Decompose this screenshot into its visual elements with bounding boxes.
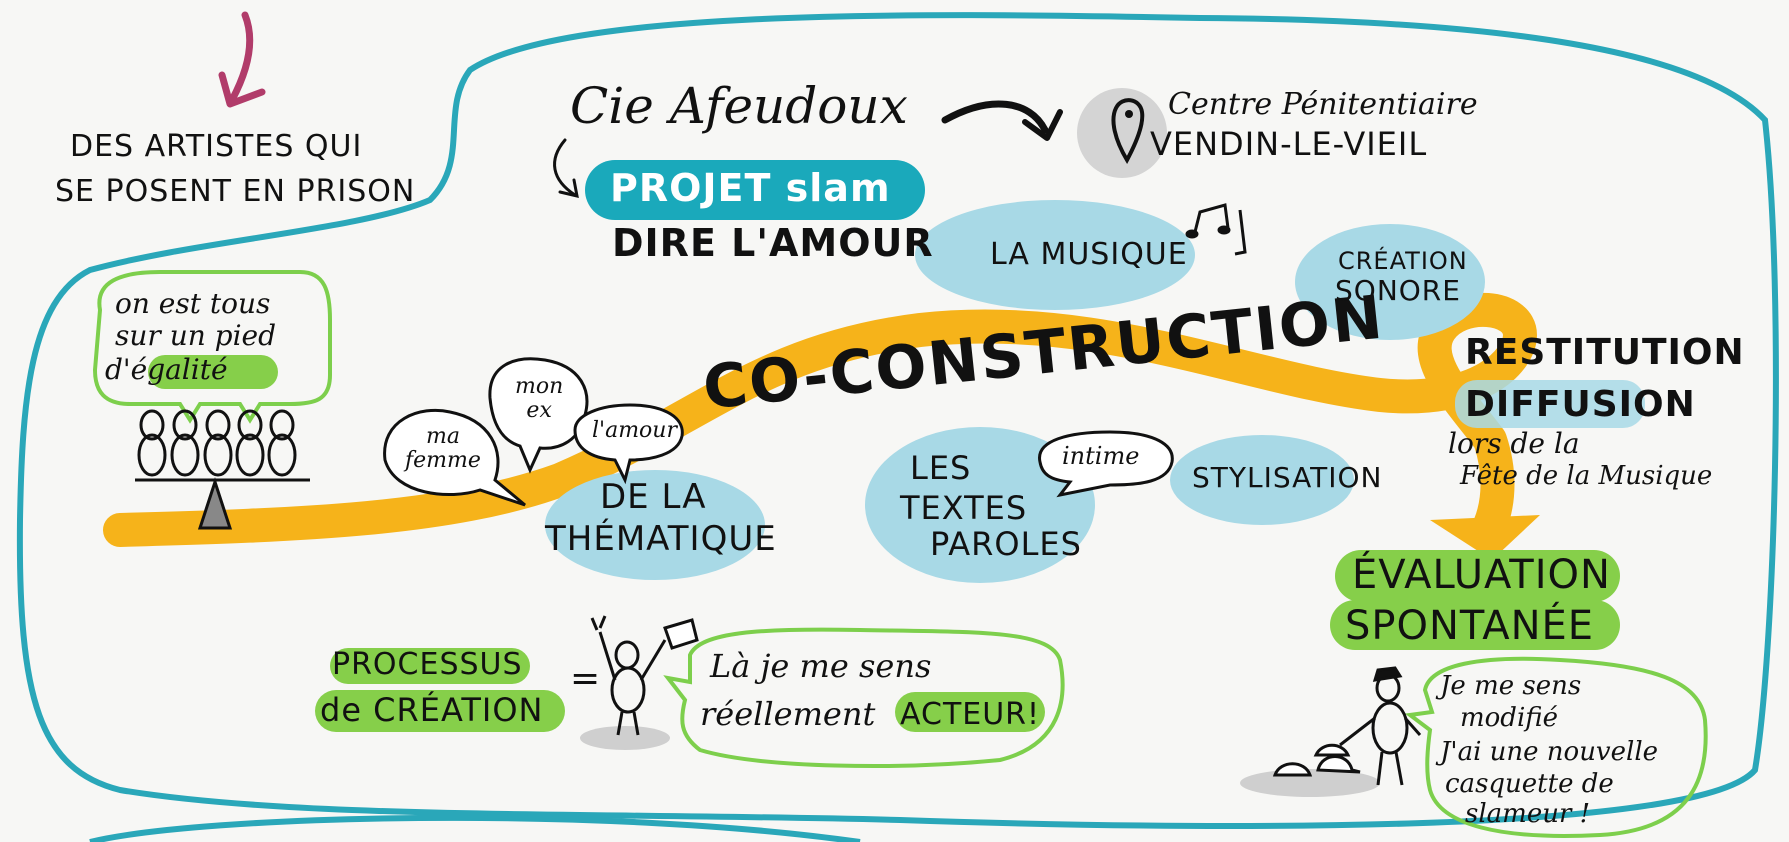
slameur-bubble [1404, 656, 1708, 838]
textes-line-3: PAROLES [930, 525, 1082, 563]
acteur-quote-line-2b: ACTEUR! [900, 697, 1041, 732]
slameur-quote-line-2: modifié [1460, 703, 1558, 733]
pink-arrow-icon [228, 11, 254, 104]
intime-bubble [1038, 430, 1174, 498]
thematique-blob [545, 470, 765, 580]
slameur-quote-line-5: slameur ! [1465, 799, 1591, 829]
processus-line-1: PROCESSUS [332, 647, 523, 682]
creation-highlight [315, 690, 565, 732]
cheering-person-icon [590, 615, 699, 736]
location-line-2: VENDIN-LE-VIEIL [1150, 125, 1428, 163]
musique-blob [915, 200, 1195, 310]
location-pin-icon [1111, 98, 1145, 165]
diffusion-highlight [1455, 380, 1645, 428]
acteur-quote-line-1: Là je me sens [710, 647, 932, 685]
stylisation-label: STYLISATION [1192, 461, 1383, 494]
textes-blob [865, 427, 1095, 583]
slameur-person-icon [1339, 666, 1422, 786]
restitution-label: RESTITUTION [1465, 332, 1745, 373]
evaluation-highlight [1335, 550, 1620, 602]
evaluation-line-1: ÉVALUATION [1352, 552, 1611, 598]
thematique-line-2: THÉMATIQUE [545, 519, 777, 559]
ma-femme-bubble [383, 408, 526, 507]
path-arrowhead [1430, 515, 1540, 560]
artists-line-2: SE POSENT EN PRISON [55, 174, 416, 209]
slameur-quote-line-4: casquette de [1445, 769, 1614, 799]
slameur-quote-line-1: Je me sens [1440, 671, 1582, 701]
musique-label: LA MUSIQUE [990, 237, 1188, 272]
lamour-bubble [573, 403, 684, 485]
ma-femme-text: ma femme [405, 424, 481, 474]
egalite-highlight [148, 355, 278, 389]
lamour-text: l'amour [592, 418, 677, 443]
acteur-highlight [895, 692, 1045, 732]
co-construction-path [103, 293, 1537, 547]
stylisation-blob [1170, 435, 1354, 525]
creation-sonore-line-2: SONORE [1335, 274, 1461, 307]
people-group-icon [135, 409, 310, 530]
equality-line-3: d'égalité [105, 353, 228, 386]
badge-arrow-icon [553, 138, 577, 197]
equality-line-2: sur un pied [115, 319, 277, 352]
caps-icon [1272, 743, 1361, 777]
equality-line-1: on est tous [115, 287, 271, 320]
creation-sonore-line-1: CRÉATION [1338, 247, 1468, 275]
lors-line-1: lors de la [1448, 427, 1580, 460]
equals-sign: = [570, 658, 602, 699]
thematique-line-1: DE LA [600, 477, 707, 517]
acteur-quote-line-2a: réellement [700, 695, 876, 733]
processus-highlight [330, 648, 530, 684]
processus-line-2: de CRÉATION [320, 691, 544, 729]
slameur-quote-line-3: J'ai une nouvelle [1440, 737, 1659, 767]
lors-line-2: Fête de la Musique [1460, 461, 1713, 491]
location-line-1: Centre Pénitentiaire [1168, 87, 1478, 122]
intime-text: intime [1062, 442, 1140, 470]
mon-ex-text: mon ex [515, 374, 564, 424]
frame-outline [16, 12, 1779, 829]
equality-bubble [92, 270, 332, 424]
evaluation-line-2: SPONTANÉE [1345, 603, 1595, 649]
artists-line-1: DES ARTISTES QUI [70, 129, 363, 164]
textes-line-1: LES [910, 449, 972, 487]
project-badge-label: PROJET slam [610, 166, 891, 210]
acteur-bubble [663, 627, 1065, 768]
textes-line-2: TEXTES [900, 489, 1028, 527]
company-arrow-icon [941, 100, 1049, 134]
project-subtitle: DIRE L'AMOUR [612, 221, 934, 265]
creation-sonore-blob [1295, 224, 1485, 340]
project-badge-bg [585, 160, 925, 220]
spontanee-highlight [1330, 600, 1620, 650]
frame-bottom-edge [89, 814, 861, 842]
music-note-icon [1185, 203, 1247, 256]
location-circle [1077, 88, 1167, 178]
company-name: Cie Afeudoux [570, 77, 908, 135]
diffusion-label: DIFFUSION [1465, 384, 1696, 425]
